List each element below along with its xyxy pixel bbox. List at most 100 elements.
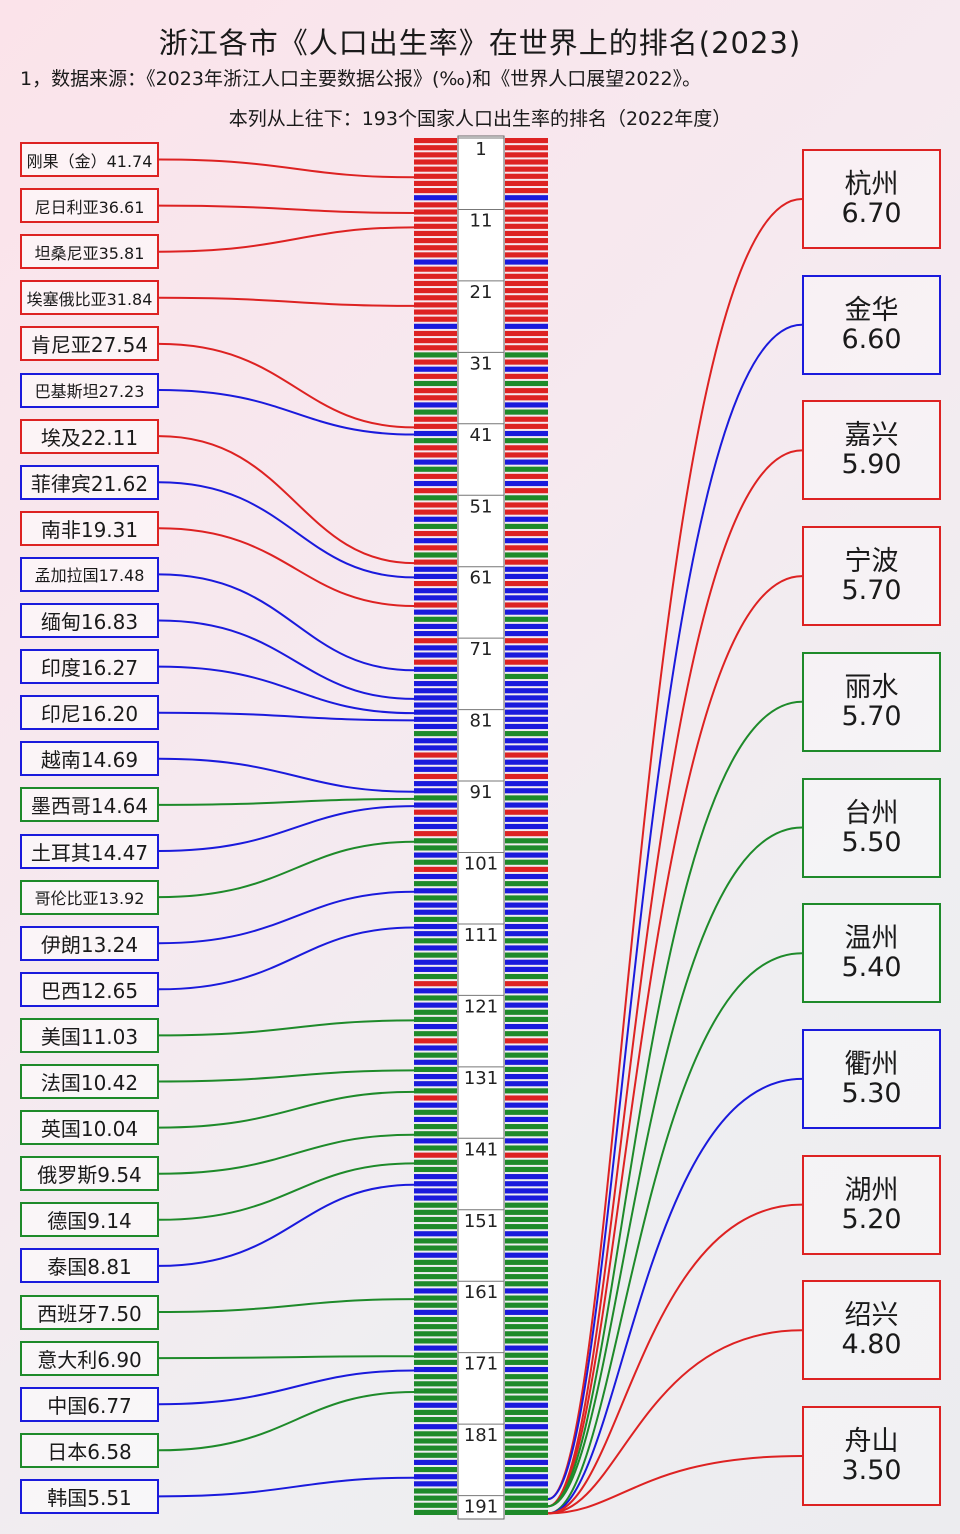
country-label: 美国11.03 bbox=[20, 1017, 159, 1053]
rank-bar-right bbox=[505, 388, 548, 394]
rank-bar-right bbox=[505, 902, 548, 908]
city-name: 丽水 bbox=[844, 671, 899, 703]
rank-bar-right bbox=[505, 1166, 548, 1173]
rank-bar-left bbox=[414, 1374, 457, 1380]
rank-bar-right bbox=[505, 430, 548, 437]
rank-bar-right bbox=[505, 1502, 548, 1508]
rank-bar-left bbox=[414, 959, 457, 965]
rank-bar-left bbox=[414, 1281, 457, 1287]
rank-bar-right bbox=[505, 359, 548, 365]
rank-bar-right bbox=[505, 1138, 548, 1144]
rank-tick-label: 171 bbox=[464, 1354, 498, 1375]
rank-bar-left bbox=[414, 1338, 457, 1344]
rank-bar-left bbox=[414, 288, 457, 294]
rank-bar-left bbox=[414, 1381, 457, 1387]
rank-bar-right bbox=[505, 1431, 548, 1437]
rank-bar-right bbox=[505, 259, 548, 265]
rank-bar-left bbox=[414, 916, 457, 922]
rank-bar-left bbox=[414, 966, 457, 972]
rank-bar-right bbox=[505, 931, 548, 937]
country-connector bbox=[158, 1069, 415, 1083]
source-note: 1，数据来源：《2023年浙江人口主要数据公报》(‰)和《世界人口展望2022》… bbox=[20, 68, 702, 90]
rank-bar-left bbox=[414, 145, 457, 151]
rank-bar-left bbox=[414, 995, 457, 1001]
rank-tick-label: 91 bbox=[470, 782, 493, 803]
rank-bar-left bbox=[414, 645, 457, 651]
rank-bar-right bbox=[505, 266, 548, 272]
rank-bar-right bbox=[505, 1209, 548, 1215]
rank-bar-right bbox=[505, 138, 548, 144]
rank-bar-left bbox=[414, 530, 457, 537]
rank-bar-right bbox=[505, 1131, 548, 1137]
rank-bar-left bbox=[414, 1481, 457, 1487]
rank-tick-label: 111 bbox=[464, 925, 498, 946]
rank-bar-left bbox=[414, 1416, 457, 1423]
country-connector bbox=[158, 342, 415, 429]
rank-bar-right bbox=[505, 631, 548, 637]
rank-bar-right bbox=[505, 373, 548, 379]
rank-bar-right bbox=[505, 1266, 548, 1273]
rank-bar-right bbox=[505, 516, 548, 522]
city-name: 嘉兴 bbox=[844, 420, 899, 452]
rank-bar-right bbox=[505, 1023, 548, 1030]
city-name: 金华 bbox=[844, 294, 899, 326]
rank-bar-right bbox=[505, 1481, 548, 1487]
rank-bar-left bbox=[414, 1324, 457, 1330]
rank-bar-left bbox=[414, 931, 457, 937]
rank-tick-label: 51 bbox=[470, 496, 493, 517]
country-label: 英国10.04 bbox=[20, 1110, 159, 1146]
country-connector bbox=[158, 757, 415, 793]
rank-bar-left bbox=[414, 1345, 457, 1351]
rank-tick-label: 11 bbox=[470, 210, 493, 231]
rank-bar-left bbox=[414, 1109, 457, 1115]
rank-bar-left bbox=[414, 373, 457, 379]
rank-bar-right bbox=[505, 1316, 548, 1323]
rank-bar-right bbox=[505, 395, 548, 401]
rank-bar-right bbox=[505, 252, 548, 258]
rank-bar-left bbox=[414, 1088, 457, 1094]
rank-bar-right bbox=[505, 723, 548, 730]
rank-bar-right bbox=[505, 445, 548, 451]
city-name: 绍兴 bbox=[844, 1300, 899, 1332]
city-value: 3.50 bbox=[841, 1455, 902, 1486]
rank-bar-right bbox=[505, 1066, 548, 1073]
rank-bar-right bbox=[505, 923, 548, 930]
rank-bar-left bbox=[414, 1131, 457, 1137]
rank-bar-right bbox=[505, 623, 548, 630]
rank-bar-left bbox=[414, 1352, 457, 1358]
country-label: 埃及22.11 bbox=[20, 418, 159, 454]
rank-bar-right bbox=[505, 402, 548, 408]
rank-bar-right bbox=[505, 766, 548, 772]
rank-bar-left bbox=[414, 709, 457, 715]
city-value: 5.70 bbox=[841, 575, 902, 607]
rank-tick-label: 21 bbox=[470, 282, 493, 303]
rank-bar-right bbox=[505, 559, 548, 565]
rank-bar-left bbox=[414, 1488, 457, 1494]
rank-bar-left bbox=[414, 259, 457, 265]
rank-bar-left bbox=[414, 716, 457, 722]
country-label: 印尼16.20 bbox=[20, 695, 159, 731]
rank-bar-left bbox=[414, 1459, 457, 1465]
rank-bar-right bbox=[505, 1409, 548, 1415]
rank-bar-right bbox=[505, 1181, 548, 1187]
rank-bar-right bbox=[505, 366, 548, 372]
rank-bar-left bbox=[414, 938, 457, 944]
rank-bar-right bbox=[505, 1345, 548, 1351]
country-connector bbox=[158, 890, 415, 945]
rank-bar-right bbox=[505, 1252, 548, 1258]
rank-bar-left bbox=[414, 659, 457, 665]
rank-bar-right bbox=[505, 1245, 548, 1251]
rank-bar-right bbox=[505, 580, 548, 587]
rank-bar-right bbox=[505, 1402, 548, 1408]
rank-bar-left bbox=[414, 752, 457, 758]
rank-bar-right bbox=[505, 330, 548, 337]
rank-bar-right bbox=[505, 280, 548, 287]
rank-bar-left bbox=[414, 1195, 457, 1201]
rank-bar-right bbox=[505, 1016, 548, 1022]
rank-bar-right bbox=[505, 1238, 548, 1244]
rank-bar-right bbox=[505, 1495, 548, 1501]
